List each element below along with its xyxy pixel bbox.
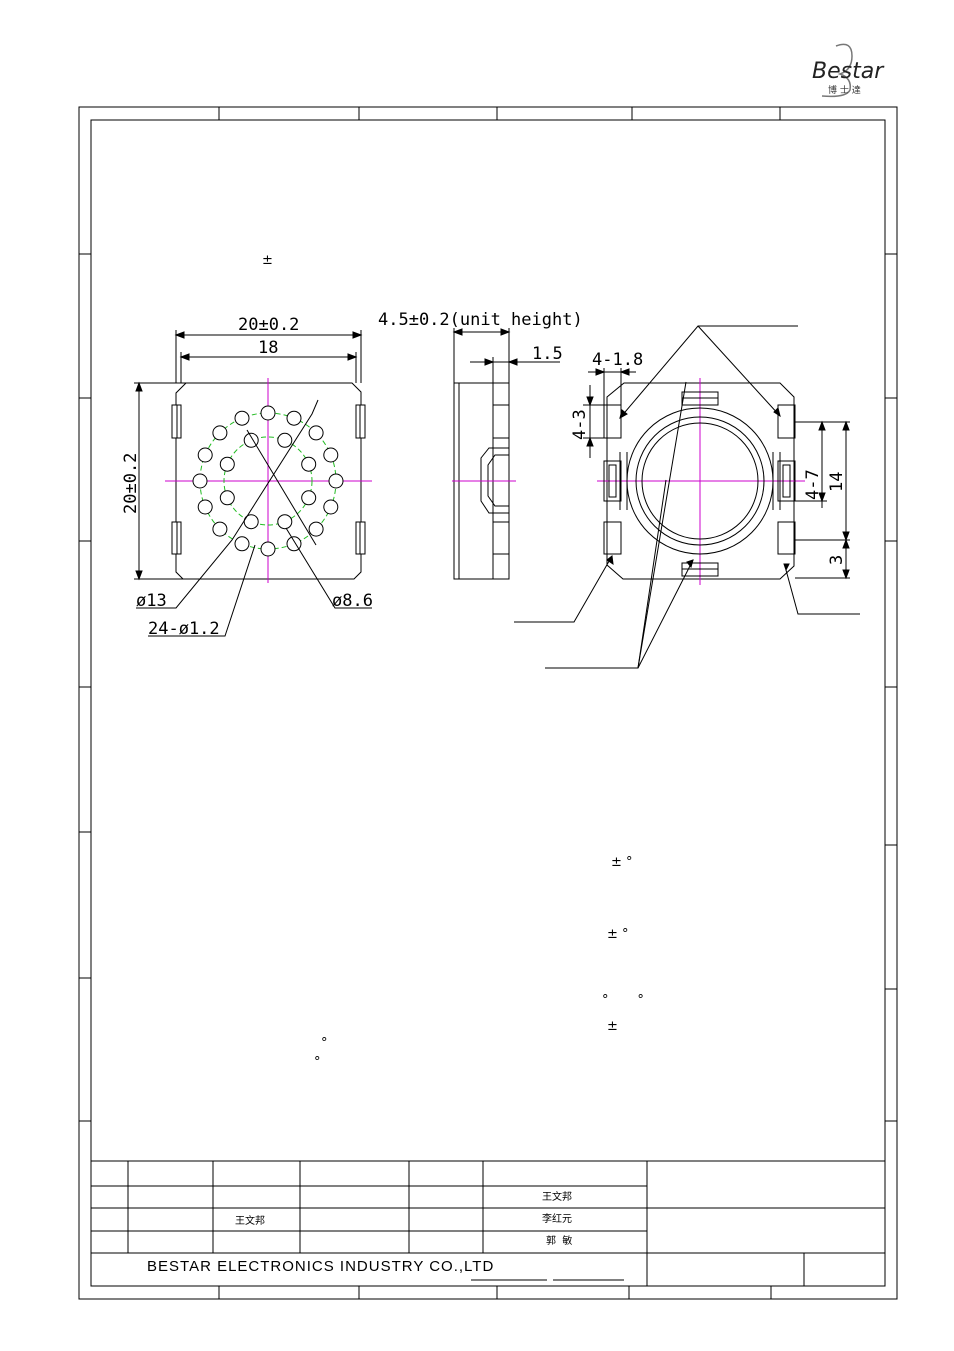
drawing-frame (78, 106, 898, 1300)
sound-hole (301, 456, 317, 472)
sound-hole (219, 490, 235, 506)
front-view-labels: 20±0.2 18 20±0.2 ø13 24-ø1.2 ø8.6 (121, 315, 373, 639)
sound-hole (234, 410, 250, 426)
sound-hole (260, 405, 276, 421)
sound-hole (328, 473, 344, 489)
logo-brand: Bestar (812, 59, 885, 84)
sound-hole (323, 499, 339, 515)
bottom-view-labels: 4-1.8 4-3 4-7 14 3 (570, 350, 847, 565)
front-inner-width-label: 18 (258, 338, 278, 358)
sound-hole (192, 473, 208, 489)
note-deg-pair: ° ° (602, 993, 644, 1008)
sound-hole (212, 521, 228, 537)
bottom-view (514, 325, 860, 669)
title-block-text: 王文邦 王文邦 李红元 郭 敏 BESTAR ELECTRONICS INDUS… (147, 1190, 572, 1275)
sound-hole (212, 425, 228, 441)
front-view-outline (175, 382, 362, 580)
sound-hole (277, 432, 293, 448)
sound-hole (308, 521, 324, 537)
outer-circle-label: ø13 (136, 591, 167, 611)
sound-hole (260, 541, 276, 557)
overall-pitch-label: 14 (827, 472, 847, 492)
note-pm-deg-2: ± ° (607, 927, 629, 942)
approver-name: 王文邦 (542, 1190, 572, 1203)
side-view (452, 328, 560, 580)
side-view-labels: 4.5±0.2(unit height) 1.5 (378, 310, 583, 364)
sound-hole (219, 456, 235, 472)
note-pm-deg-1: ± ° (611, 855, 633, 870)
sound-hole (301, 490, 317, 506)
front-view (134, 330, 372, 637)
bestar-logo: Bestar 博 士 達 (812, 43, 885, 98)
designer-name: 王文邦 (235, 1214, 265, 1227)
side-lip-label: 1.5 (532, 344, 563, 364)
sound-hole (197, 447, 213, 463)
note-deg-2: ° (314, 1055, 321, 1070)
note-deg-1: ° (321, 1036, 328, 1051)
sound-hole (197, 499, 213, 515)
front-height-label: 20±0.2 (121, 453, 141, 514)
note-pm-symbol-2: ± (607, 1019, 618, 1034)
reviewer-name: 郭 敏 (546, 1234, 572, 1247)
sound-hole (308, 425, 324, 441)
sound-hole (277, 514, 293, 530)
pad-width-label: 4-1.8 (592, 350, 643, 370)
note-pm-symbol-1: ± (262, 253, 273, 268)
side-height-label: 4.5±0.2(unit height) (378, 310, 583, 330)
sound-hole (234, 536, 250, 552)
holes-label: 24-ø1.2 (148, 619, 220, 639)
company-name: BESTAR ELECTRONICS INDUSTRY CO.,LTD (147, 1258, 494, 1275)
notes: ± ± ° ± ° ° ° ± ° ° (262, 253, 644, 1070)
pad-height-label: 4-3 (570, 409, 590, 440)
title-block (91, 1160, 885, 1286)
sound-hole (286, 410, 302, 426)
front-width-label: 20±0.2 (238, 315, 299, 335)
checker-name: 李红元 (542, 1212, 572, 1225)
inner-circle-label: ø8.6 (332, 591, 373, 611)
sound-hole (323, 447, 339, 463)
pad-offset-label: 3 (827, 555, 847, 565)
pad-pitch-label: 4-7 (803, 469, 823, 500)
logo-subtitle: 博 士 達 (828, 84, 861, 96)
